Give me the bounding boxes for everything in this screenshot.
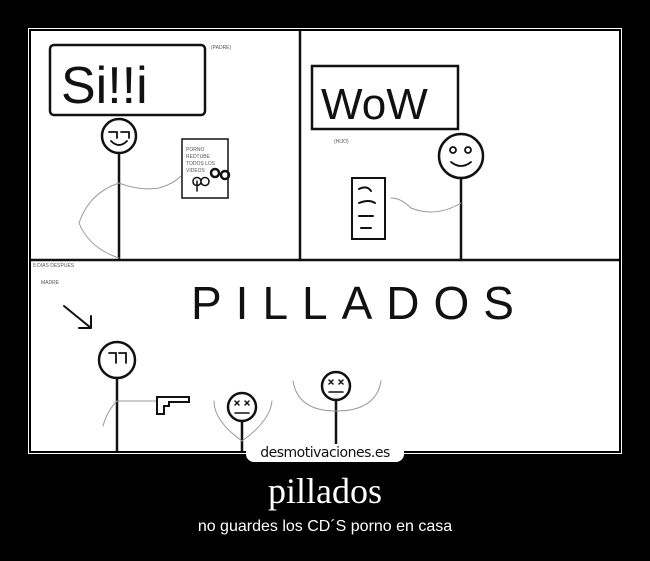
- poster-subtitle: no guardes los CD´S porno en casa: [197, 518, 453, 535]
- son-face: [449, 146, 472, 167]
- son-head: [437, 132, 485, 180]
- son-arm: [390, 197, 462, 213]
- paper-line: TODOS LOS: [186, 161, 216, 167]
- paper-line: REDTUBE: [186, 154, 211, 160]
- father-face: [108, 131, 130, 146]
- paper-line: PORNO: [186, 147, 204, 153]
- speech-text: WoW: [321, 80, 428, 129]
- dead-father-face: [328, 379, 344, 393]
- comic-image: Si!!i (PADRE) PORNO REDTUBE TODOS LOS VI…: [29, 29, 621, 453]
- paper-line: VIDEOS: [186, 168, 206, 174]
- mother-arms: [102, 400, 158, 427]
- panel-mother: 5 DIAS DESPUES MADRE PILLADOS: [33, 263, 528, 453]
- son-label: (HIJO): [334, 139, 349, 145]
- paper-doodles: [192, 167, 231, 192]
- father-label: (PADRE): [211, 45, 232, 51]
- mother-head: [97, 340, 137, 380]
- speech-box: [48, 43, 207, 117]
- dead-son-arms: [213, 400, 273, 442]
- cd-paper: [351, 177, 386, 240]
- panel-son: WoW (HIJO): [310, 64, 485, 262]
- panel-father: Si!!i (PADRE) PORNO REDTUBE TODOS LOS VI…: [48, 43, 232, 260]
- headline: PILLADOS: [191, 277, 528, 329]
- mother-face: [108, 352, 127, 364]
- father-head: [100, 117, 138, 155]
- poster-title: pillados: [268, 471, 382, 511]
- dead-son-head: [226, 391, 258, 423]
- arrow-icon: [63, 305, 92, 329]
- dead-son-face: [234, 400, 250, 414]
- watermark-logo: desmotivaciones.es: [246, 444, 404, 462]
- porn-paper: [181, 138, 229, 199]
- dead-father-head: [320, 370, 352, 402]
- speech-box: [310, 64, 460, 131]
- speech-text: Si!!i: [61, 57, 148, 115]
- dead-father-arms: [292, 380, 382, 412]
- mother-label: MADRE: [41, 280, 60, 286]
- gun-icon: [156, 396, 190, 415]
- father-arms: [78, 175, 182, 259]
- cd-paper-scribbles: [358, 186, 376, 229]
- time-caption: 5 DIAS DESPUES: [33, 263, 75, 269]
